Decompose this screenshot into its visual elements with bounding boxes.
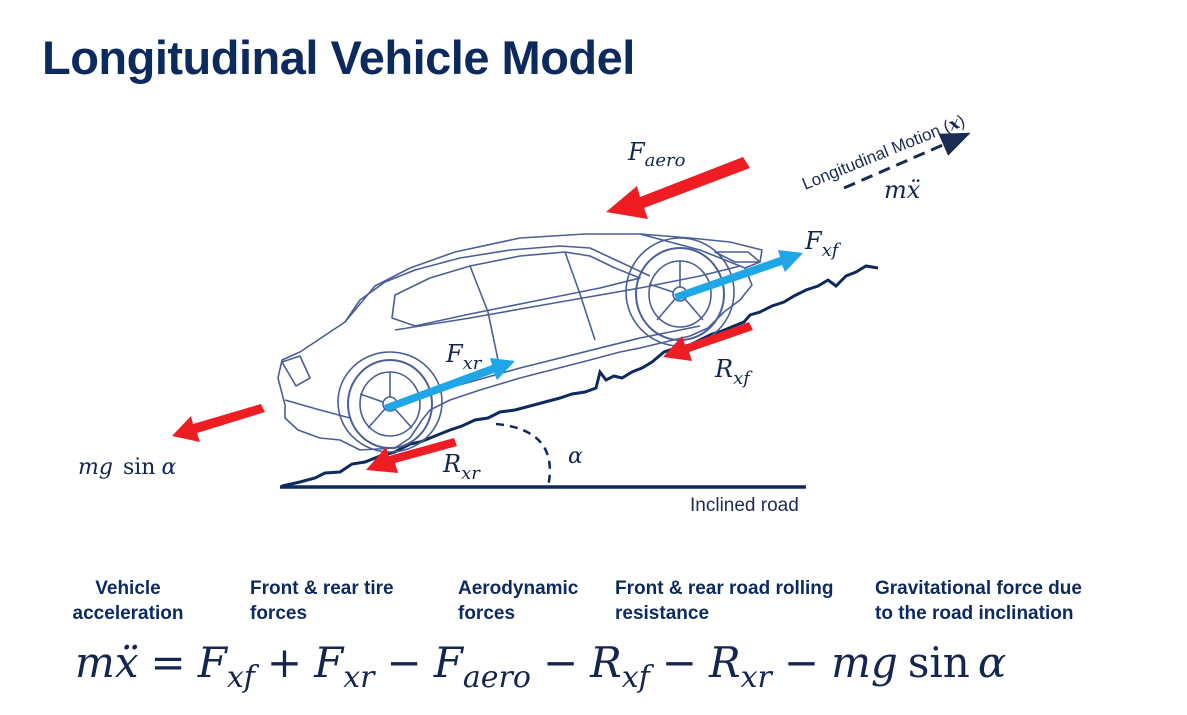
term-line: Front & rear road rolling [615,578,834,599]
equation-sin: sin [907,638,970,687]
r-xf-arrow [663,322,753,361]
r-xr-arrow [366,438,457,473]
term-line: resistance [615,603,710,624]
car-illustration [277,233,763,453]
equation-term-fxr: Fxr [314,638,375,695]
car-roofline [344,245,651,323]
f-aero-label: Faero [627,138,686,171]
equation-equals: = [150,638,186,687]
term-aerodynamic-forces: Aerodynamic forces [458,576,578,626]
f-xr-label: Fxr [445,340,483,374]
car-sill [419,325,701,397]
term-line: forces [458,603,516,624]
car-taillight [281,355,311,387]
equation-alpha: α [977,638,1007,687]
term-gravitational-force: Gravitational force due to the road incl… [875,576,1082,626]
m-xddot-label: mẍ [884,176,921,204]
term-line: to the road inclination [875,603,1074,624]
f-xf-label: Fxf [804,227,842,261]
equation-term-rxf: Rxf [590,638,650,695]
f-xf-arrow [674,250,803,301]
inclined-road-label: Inclined road [690,495,799,516]
equation-term-faero: Faero [433,638,531,695]
vehicle-diagram: α Faero Fxf Fxr Rxf Rxr mg [78,111,971,516]
alpha-label: α [568,444,583,469]
equation-term-rxr: Rxr [709,638,772,695]
r-xr-label: Rxr [442,450,481,484]
mg-sin-alpha-arrow [172,404,265,442]
f-aero-arrow [606,157,750,219]
equation-term-fxf: Fxf [197,638,255,695]
car-hood-line [639,233,746,269]
term-line: Vehicle [95,578,161,599]
term-line: Aerodynamic [458,578,579,599]
term-vehicle-acceleration: Vehicle acceleration [72,576,184,626]
term-line: Front & rear tire [250,578,394,599]
car-headlight [714,251,761,263]
r-xf-label: Rxf [714,355,753,389]
car-door-line [469,265,499,361]
term-line: acceleration [72,603,184,624]
equation-minus: − [661,638,697,687]
angle-arc [495,422,552,488]
rear-wheel-arch [337,351,443,453]
term-tire-forces: Front & rear tire forces [250,576,394,626]
f-xr-arrow [384,358,515,412]
rear-wheel-tire [347,359,433,449]
equation-term-mg: mg [831,638,898,687]
longitudinal-motion-arrow [843,132,971,190]
term-rolling-resistance: Front & rear road rolling resistance [615,576,834,626]
road-slope [281,264,879,488]
equation-minus: − [386,638,422,687]
slide-title: Longitudinal Vehicle Model [42,31,635,84]
front-wheel-spokes [648,261,712,321]
rear-wheel-spokes [359,372,421,429]
equation-lhs: mẍ [75,638,139,687]
term-line: forces [250,603,308,624]
equation-minus: − [783,638,820,687]
car-window [391,251,641,327]
equation-minus: − [542,638,579,687]
equation-plus: + [266,638,303,687]
term-line: Gravitational force due [875,578,1082,599]
car-door-line [564,251,596,341]
car-belt-line [394,265,741,331]
